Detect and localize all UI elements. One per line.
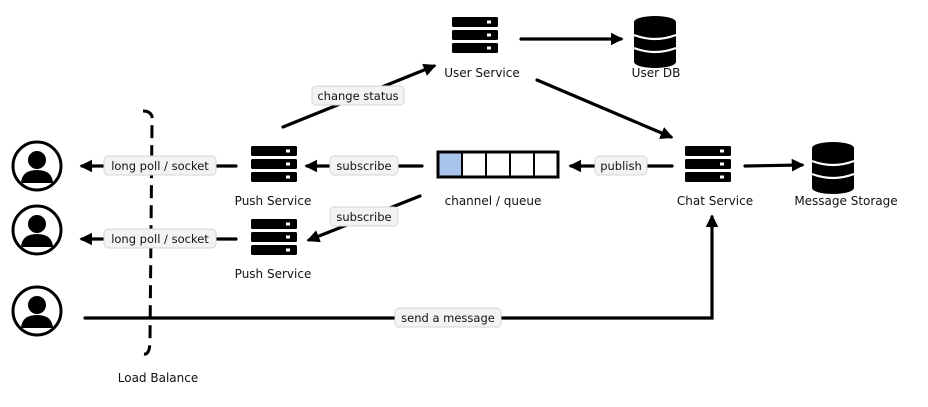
message-storage-label: Message Storage bbox=[794, 194, 897, 208]
push-service-node-1: Push Service bbox=[235, 146, 312, 208]
queue-node: channel / queue bbox=[436, 150, 560, 208]
label-subscribe-2: subscribe bbox=[329, 206, 399, 227]
label-long-poll-2: long poll / socket bbox=[103, 228, 217, 249]
server-icon bbox=[452, 17, 498, 53]
svg-text:subscribe: subscribe bbox=[336, 210, 391, 224]
edge-labels: change status subscribe subscribe publis… bbox=[103, 85, 648, 328]
user-db-label: User DB bbox=[632, 66, 681, 80]
user-db-node: User DB bbox=[632, 14, 681, 80]
edge-user-service-to-chat bbox=[535, 78, 674, 139]
label-long-poll-1: long poll / socket bbox=[103, 155, 217, 176]
user-client-1 bbox=[11, 140, 63, 192]
user-client-3 bbox=[11, 285, 63, 337]
queue-label: channel / queue bbox=[445, 194, 542, 208]
push-service-label-1: Push Service bbox=[235, 194, 312, 208]
database-icon bbox=[810, 140, 856, 196]
label-send-message: send a message bbox=[394, 307, 502, 328]
chat-service-label: Chat Service bbox=[677, 194, 753, 208]
label-publish: publish bbox=[594, 155, 648, 176]
message-storage-node: Message Storage bbox=[794, 140, 898, 208]
user-service-label: User Service bbox=[444, 66, 520, 80]
user-service-node: User Service bbox=[444, 17, 520, 80]
svg-text:subscribe: subscribe bbox=[336, 159, 391, 173]
push-service-node-2: Push Service bbox=[235, 219, 312, 281]
svg-text:change status: change status bbox=[317, 89, 398, 103]
load-balancer-label: Load Balance bbox=[118, 371, 198, 385]
svg-text:publish: publish bbox=[600, 159, 642, 173]
svg-text:send a message: send a message bbox=[401, 311, 495, 325]
svg-text:long poll / socket: long poll / socket bbox=[111, 232, 209, 246]
user-icon bbox=[11, 140, 63, 192]
user-icon bbox=[11, 285, 63, 337]
queue-icon bbox=[436, 150, 560, 179]
edge-user-3-send-message bbox=[83, 214, 719, 320]
server-icon bbox=[251, 219, 297, 255]
svg-text:long poll / socket: long poll / socket bbox=[111, 159, 209, 173]
chat-service-node: Chat Service bbox=[677, 146, 753, 208]
label-subscribe-1: subscribe bbox=[329, 155, 399, 176]
server-icon bbox=[685, 146, 731, 182]
push-service-label-2: Push Service bbox=[235, 267, 312, 281]
database-icon bbox=[632, 14, 678, 70]
user-client-2 bbox=[11, 204, 63, 256]
server-icon bbox=[251, 146, 297, 182]
user-icon bbox=[11, 204, 63, 256]
edge-chat-to-storage bbox=[743, 158, 805, 172]
label-change-status: change status bbox=[311, 85, 405, 106]
